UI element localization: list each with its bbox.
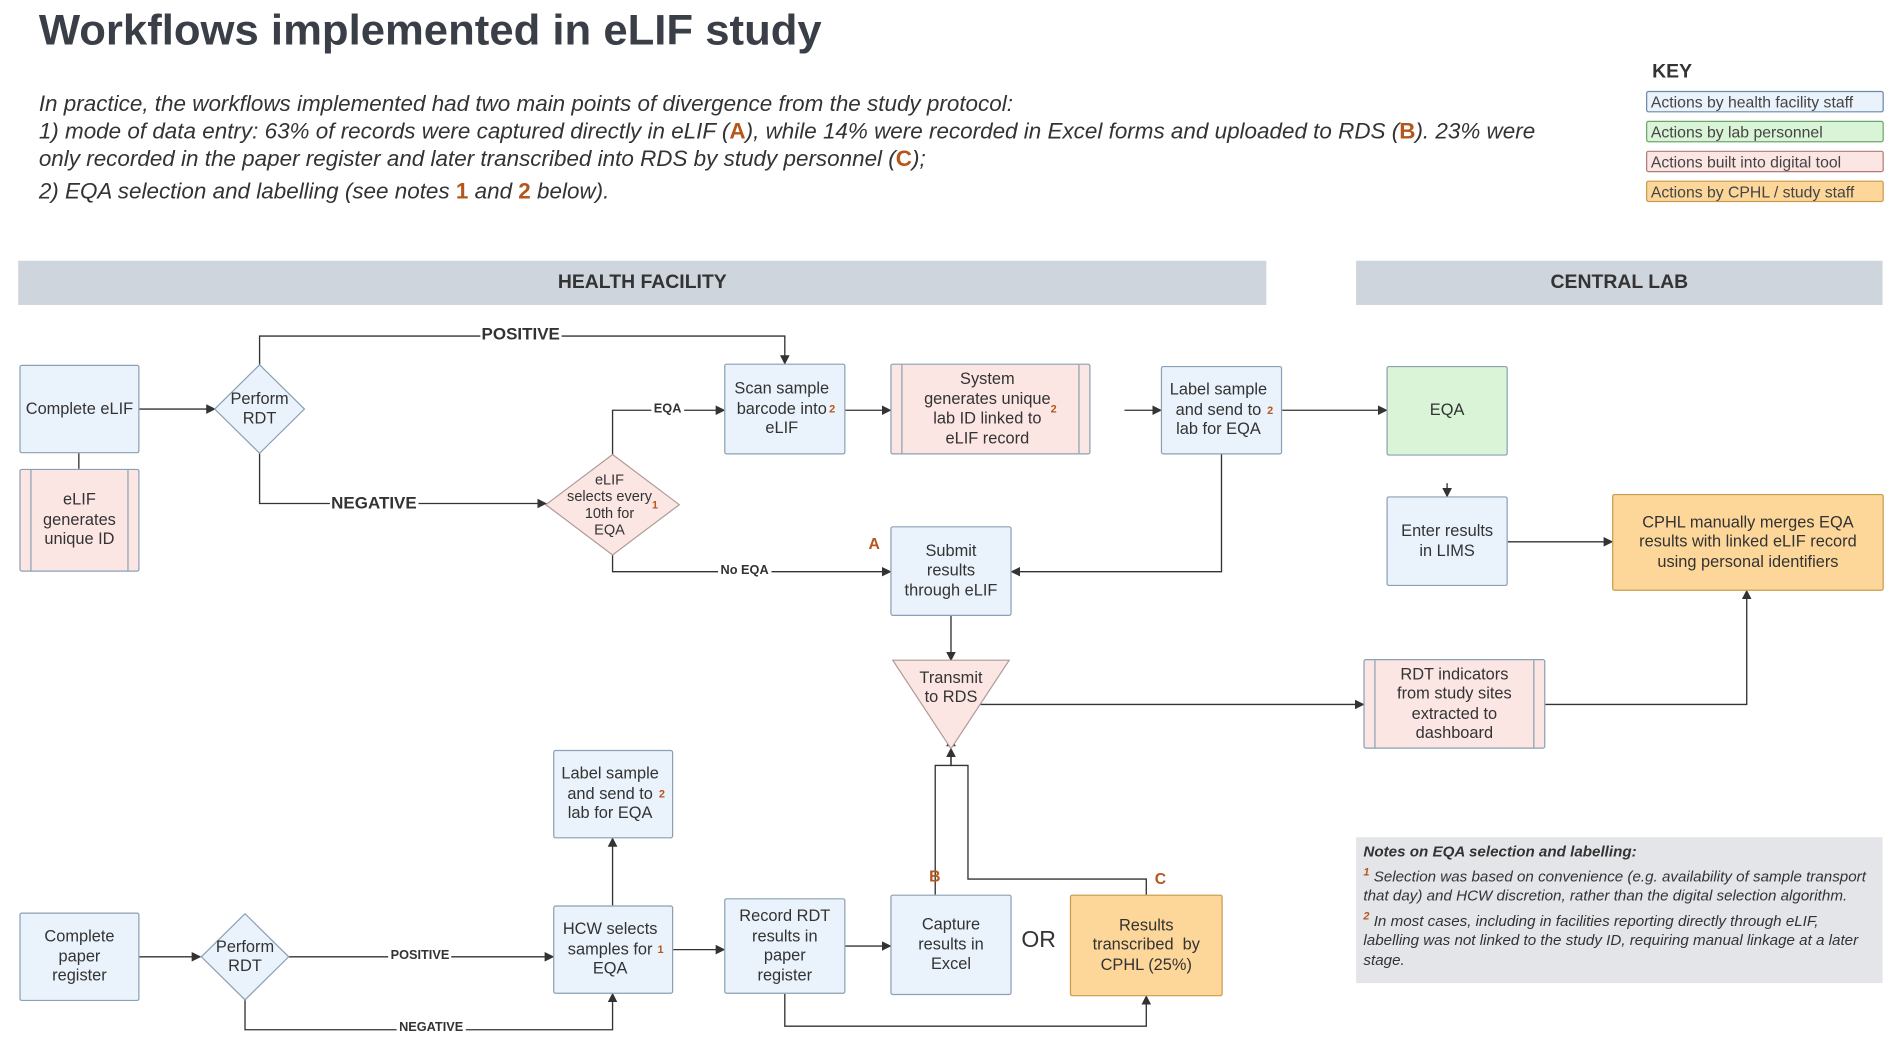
node-label-send-top-text: Label sample and send to lab for EQA <box>1169 380 1268 439</box>
label-negative-bottom: NEGATIVE <box>396 1020 466 1035</box>
intro-line-2: 1) mode of data entry: 63% of records we… <box>39 118 1535 144</box>
label-positive-bottom: POSITIVE <box>388 948 452 963</box>
intro-text: 2) EQA selection and labelling (see note… <box>38 178 456 204</box>
key-item-cphl-staff: Actions by CPHL / study staff <box>1646 180 1884 203</box>
edge-record-to-transcribed <box>784 993 1152 1027</box>
node-elif-unique-id: eLIF generates unique ID <box>19 468 140 572</box>
node-complete-elif: Complete eLIF <box>19 364 140 454</box>
edge-rdt-negative <box>258 453 548 509</box>
note-2-ref: 2 <box>518 178 531 204</box>
edge-transcribed-to-transmit <box>946 736 1147 895</box>
intro-line-3: only recorded in the paper register and … <box>39 146 926 172</box>
node-perform-rdt-bottom: Perform RDT <box>215 937 275 975</box>
node-eqa: EQA <box>1386 365 1508 456</box>
band-health-facility: HEALTH FACILITY <box>18 260 1267 305</box>
triangle-transmit-rds <box>891 659 1011 750</box>
node-record-rdt: Record RDT results in paper register <box>724 898 846 994</box>
node-perform-rdt-top: Perform RDT <box>230 389 289 427</box>
intro-line-1: In practice, the workflows implemented h… <box>38 90 1013 117</box>
intro-text: ); <box>911 145 926 172</box>
marker-c-ref: C <box>895 145 912 172</box>
node-cphl-merges: CPHL manually merges EQA results with li… <box>1612 493 1884 591</box>
page-title: Workflows implemented in eLIF study <box>38 4 822 54</box>
diamond-perform-rdt-top <box>213 363 306 455</box>
key-item-health-facility: Actions by health facility staff <box>1646 90 1884 113</box>
key-item-lab-personnel: Actions by lab personnel <box>1646 120 1884 143</box>
label-no-eqa: No EQA <box>718 563 772 578</box>
note-1: 1 Selection was based on convenience (e.… <box>1363 862 1875 906</box>
node-capture-excel: Capture results in Excel <box>890 894 1012 996</box>
note-1-sup: 1 <box>651 498 659 511</box>
node-transmit-rds: Transmit to RDS <box>919 668 983 706</box>
notes-title: Notes on EQA selection and labelling: <box>1363 843 1637 860</box>
note-1-sup: 1 <box>657 943 664 956</box>
node-elif-selects-text: eLIF selects every 10th for EQA <box>567 471 652 539</box>
note-2-num: 2 <box>1363 909 1370 922</box>
label-eqa: EQA <box>651 401 684 417</box>
intro-text: ). 23% were <box>1415 118 1536 144</box>
note-2: 2 In most cases, including in facilities… <box>1363 906 1875 970</box>
band-central-lab: CENTRAL LAB <box>1356 260 1883 305</box>
marker-a-ref: A <box>729 118 746 144</box>
node-hcw-selects-text: HCW selects samples for EQA <box>562 920 658 978</box>
or-label: OR <box>1021 928 1056 954</box>
label-negative-top: NEGATIVE <box>329 492 418 512</box>
intro-text: 1) mode of data entry: 63% of records we… <box>38 118 730 144</box>
node-system-lab-id: System generates unique lab ID linked to… <box>890 363 1091 455</box>
note-1-text: Selection was based on convenience (e.g.… <box>1363 867 1866 905</box>
intro-text: ), while 14% were recorded in Excel form… <box>745 118 1400 144</box>
marker-c: C <box>1154 869 1167 888</box>
key-title: KEY <box>1652 62 1693 83</box>
node-results-transcribed: Results transcribed by CPHL (25%) <box>1069 894 1223 997</box>
edge-indicators-to-cphl <box>1545 589 1752 706</box>
edge-elif-eqa <box>611 405 726 455</box>
marker-b-ref: B <box>1399 118 1416 144</box>
diamond-perform-rdt-bottom <box>200 912 290 1001</box>
notes-box: Notes on EQA selection and labelling: 1 … <box>1356 837 1883 984</box>
node-submit-results: Submit results through eLIF <box>890 526 1012 616</box>
note-2-sup: 2 <box>1050 402 1057 415</box>
node-rdt-indicators: RDT indicators from study sites extracte… <box>1363 658 1546 749</box>
label-positive-top: POSITIVE <box>480 324 562 344</box>
diamond-elif-selects <box>544 453 681 556</box>
key-item-digital-tool: Actions built into digital tool <box>1646 150 1884 173</box>
edge-label-to-submit <box>1010 454 1223 577</box>
intro-text: below). <box>530 178 610 204</box>
note-2-sup: 2 <box>829 402 836 415</box>
node-scan-barcode-text: Scan sample barcode into eLIF <box>734 379 830 437</box>
node-complete-paper: Complete paper register <box>19 912 140 1002</box>
note-1-num: 1 <box>1363 865 1370 878</box>
note-2-sup: 2 <box>1267 403 1274 416</box>
note-2-text: In most cases, including in facilities r… <box>1363 912 1859 969</box>
node-enter-lims: Enter results in LIMS <box>1386 496 1508 587</box>
node-label-send-bottom-text: Label sample and send to lab for EQA <box>561 764 659 822</box>
intro-text: and <box>468 178 519 204</box>
marker-b: B <box>929 867 941 886</box>
edge-elif-noeqa <box>611 554 892 577</box>
node-system-lab-id-text: System generates unique lab ID linked to… <box>924 369 1051 447</box>
note-2-sup: 2 <box>658 787 665 800</box>
note-1-ref: 1 <box>455 178 469 204</box>
intro-text: only recorded in the paper register and … <box>38 145 896 172</box>
intro-line-4: 2) EQA selection and labelling (see note… <box>39 178 610 204</box>
marker-a: A <box>868 534 880 553</box>
